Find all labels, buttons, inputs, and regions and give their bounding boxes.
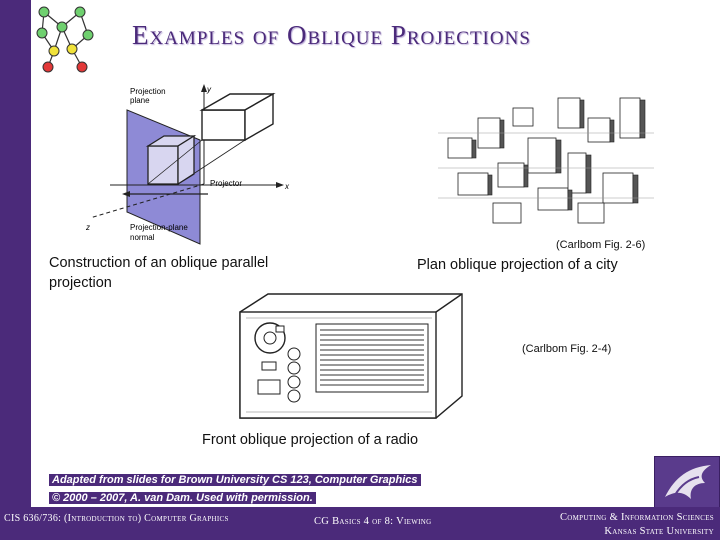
label-projection-plane-2: plane bbox=[130, 96, 150, 105]
label-normal-1: Projection-plane bbox=[130, 223, 188, 232]
figure2-source: (Carlbom Fig. 2-6) bbox=[556, 239, 645, 251]
axis-x-label: x bbox=[284, 182, 290, 191]
footer-dept-line1: Computing & Information Sciences bbox=[560, 511, 714, 525]
wildcat-icon bbox=[655, 457, 719, 507]
credit-line-2: © 2000 – 2007, A. van Dam. Used with per… bbox=[49, 492, 316, 504]
figure3-caption: Front oblique projection of a radio bbox=[202, 430, 418, 450]
city-plan-figure bbox=[438, 78, 654, 234]
left-accent-bar bbox=[0, 0, 31, 540]
label-normal-2: normal bbox=[130, 233, 155, 242]
radio-figure bbox=[236, 290, 468, 422]
footer-lecture: CG Basics 4 of 8: Viewing bbox=[314, 516, 431, 527]
footer-course: CIS 636/736: (Introduction to) Computer … bbox=[4, 512, 254, 525]
label-projection-plane-1: Projection bbox=[130, 87, 166, 96]
figure1-caption: Construction of an oblique parallel proj… bbox=[49, 253, 279, 293]
slide-title: Examples of Oblique Projections bbox=[132, 20, 692, 51]
footer-dept-line2: Kansas State University bbox=[560, 525, 714, 539]
credit-line-1: Adapted from slides for Brown University… bbox=[49, 474, 421, 486]
kstate-logo bbox=[654, 456, 720, 508]
oblique-construction-figure: Projection plane y x z Projector Project… bbox=[80, 82, 320, 247]
axis-y-label: y bbox=[206, 85, 212, 94]
slide-footer: CIS 636/736: (Introduction to) Computer … bbox=[0, 507, 720, 540]
figure3-source: (Carlbom Fig. 2-4) bbox=[522, 343, 611, 355]
axis-z-label: z bbox=[85, 223, 90, 232]
figure2-caption: Plan oblique projection of a city bbox=[417, 255, 618, 275]
projector-label: Projector bbox=[210, 179, 242, 188]
graph-logo bbox=[30, 3, 110, 77]
footer-department: Computing & Information Sciences Kansas … bbox=[560, 511, 714, 539]
